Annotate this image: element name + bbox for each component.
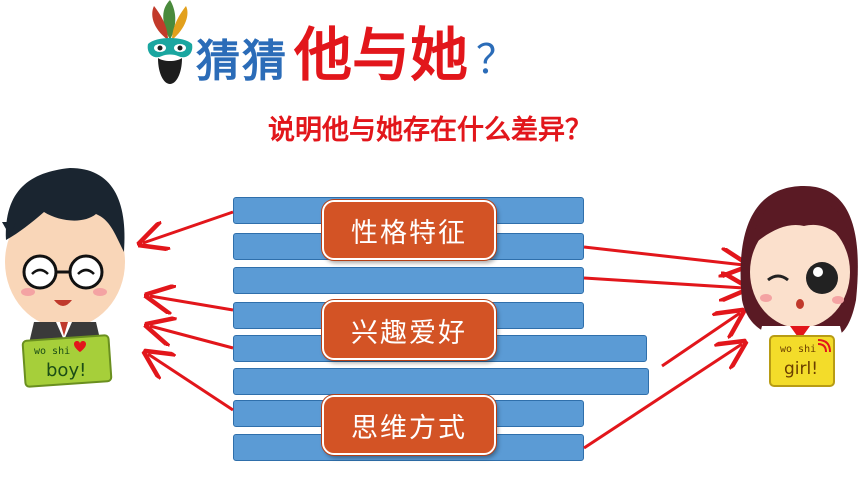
boy-sign-line2: boy! [46, 360, 86, 381]
blue-bar [233, 368, 649, 395]
girl-sign-line2: girl! [784, 359, 818, 379]
girl-sign [769, 335, 835, 387]
mask-icon [147, 0, 193, 84]
boy-character [2, 168, 125, 356]
arrows-to-boy [143, 210, 234, 412]
girl-character [740, 186, 858, 350]
arrows-to-girl [583, 245, 744, 450]
boy-sign [21, 334, 113, 388]
page-title: 猜猜 他与她 ？ [196, 4, 516, 84]
title-part-2: 他与她 [294, 21, 469, 89]
tag-personality: 性格特征 [322, 200, 496, 260]
blue-bar [233, 267, 584, 294]
girl-sign-line1: wo shi [780, 344, 816, 355]
tag-thinking: 思维方式 [322, 395, 496, 455]
title-question-mark: ？ [476, 37, 517, 83]
tag-interests: 兴趣爱好 [322, 300, 496, 360]
title-part-1: 猜猜 [196, 36, 288, 87]
boy-sign-line1: wo shi [34, 346, 70, 357]
question-heading: 说明他与她存在什么差异？ [268, 115, 592, 146]
